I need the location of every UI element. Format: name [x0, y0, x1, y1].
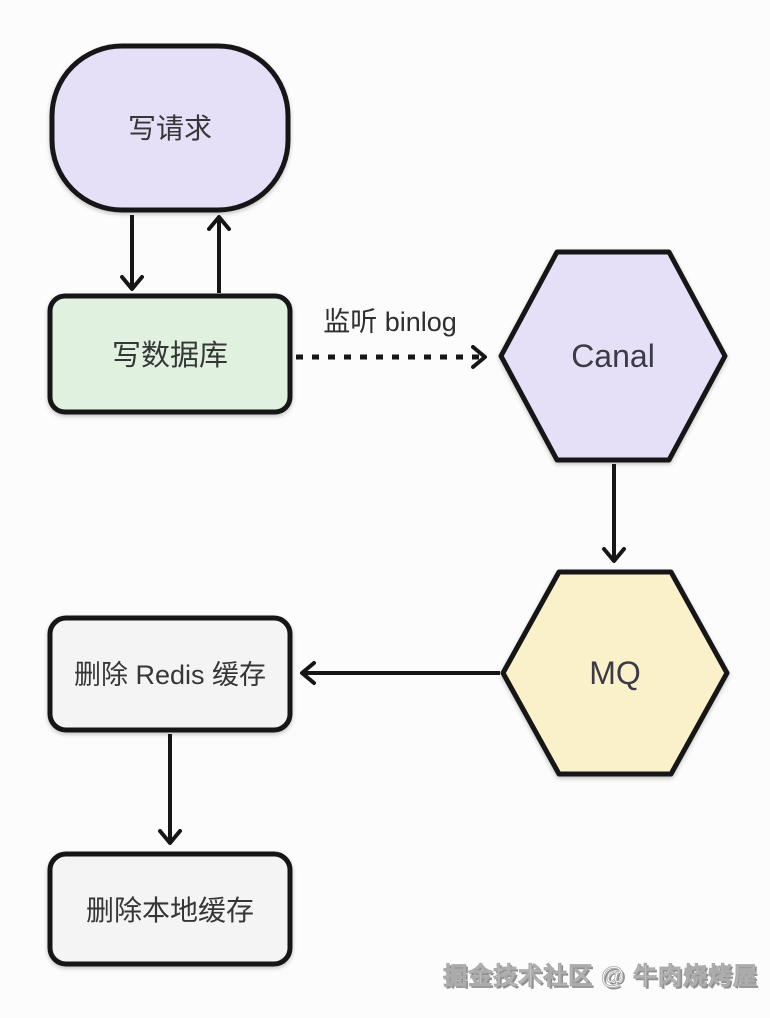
mq-label: MQ [589, 655, 641, 691]
node-mq: MQ [500, 569, 730, 777]
delete-redis-shape [47, 615, 293, 733]
edge-label-binlog: 监听 binlog [323, 307, 457, 337]
node-write-request: 写请求 [49, 43, 291, 213]
canal-label: Canal [571, 338, 655, 374]
node-write-db: 写数据库 [47, 293, 293, 415]
canal-shape [498, 249, 728, 463]
mq-shape [500, 569, 730, 777]
node-delete-local: 删除本地缓存 [47, 851, 293, 967]
watermark-shadow: 掘金技术社区 @ 牛肉烧烤屋 [445, 964, 760, 992]
write-db-label: 写数据库 [112, 339, 228, 372]
write-db-shape [47, 293, 293, 415]
node-canal: Canal [498, 249, 728, 463]
delete-redis-label: 删除 Redis 缓存 [74, 660, 266, 690]
watermark: 掘金技术社区 @ 牛肉烧烤屋 [443, 962, 758, 990]
delete-local-label: 删除本地缓存 [86, 895, 254, 926]
node-delete-redis: 删除 Redis 缓存 [47, 615, 293, 733]
write-request-shape [49, 43, 291, 213]
delete-local-shape [47, 851, 293, 967]
write-request-label: 写请求 [128, 113, 212, 144]
